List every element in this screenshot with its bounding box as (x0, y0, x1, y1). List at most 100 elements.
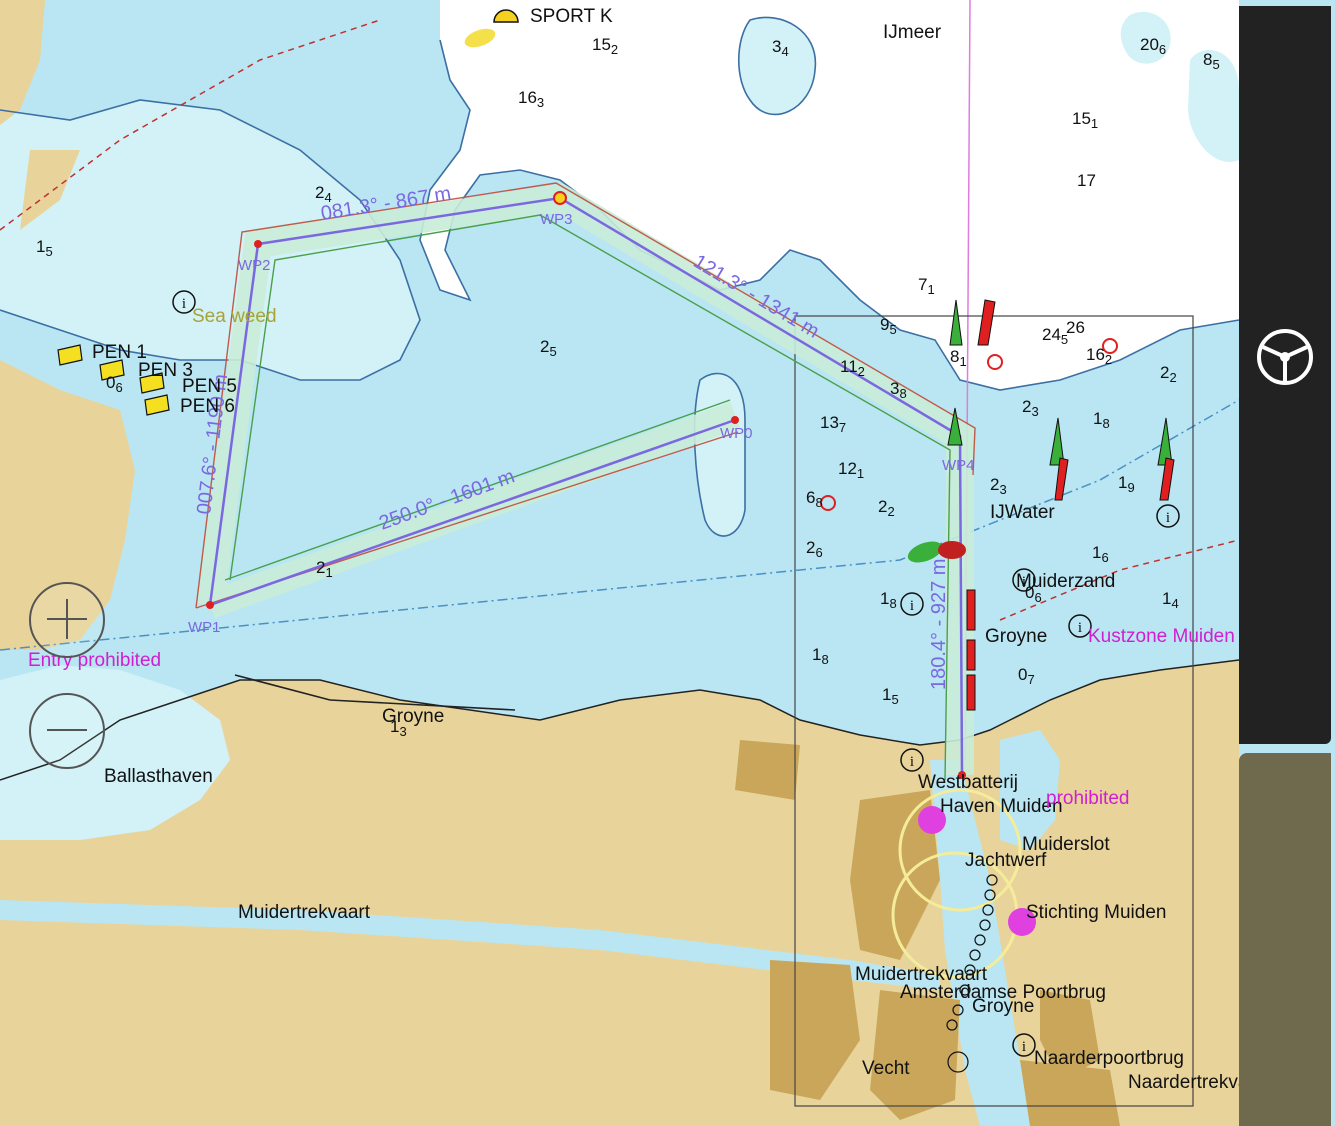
built-area-5 (1040, 990, 1100, 1080)
label-ballasthaven: Ballasthaven (104, 766, 213, 787)
sounding: 25 (540, 337, 557, 359)
sounding: 21 (316, 558, 333, 580)
sounding: 151 (1072, 109, 1098, 131)
pen-3-icon[interactable] (139, 372, 165, 394)
red-sounding: 18 (1093, 409, 1110, 431)
info-icon-3 (1068, 614, 1092, 638)
wp2-marker[interactable] (254, 240, 262, 248)
yellow-light-sector (464, 28, 496, 48)
route-line (208, 196, 964, 776)
sounding: 121 (838, 459, 864, 481)
label-haven-muiden: Haven Muiden (940, 796, 1063, 817)
sounding: 245 (1042, 325, 1068, 347)
marina-icon-1[interactable] (918, 806, 946, 834)
zoom-out-button[interactable] (29, 693, 105, 769)
sounding: 34 (772, 37, 789, 59)
red-buoy-1[interactable] (977, 299, 996, 346)
label-kustzone: Kustzone Muiden (1088, 626, 1235, 647)
buoys[interactable] (462, 9, 1175, 711)
red-mooring-3[interactable] (820, 495, 836, 511)
wp4-marker[interactable] (958, 771, 966, 779)
red-sounding: 14 (1162, 589, 1179, 611)
red-sounding: 06 (106, 373, 123, 395)
svg-text:i: i (1166, 510, 1170, 526)
sounding: 26 (1066, 318, 1085, 337)
info-icon-1 (172, 290, 196, 314)
channel-red-buoys (966, 589, 976, 711)
pen-1-icon[interactable] (57, 344, 83, 366)
deep-island-3 (1188, 50, 1239, 162)
sounding: 81 (950, 347, 967, 369)
deep-island-1 (738, 17, 816, 115)
label-sea-weed: Sea weed (192, 306, 277, 327)
wp2-label: WP2 (238, 257, 271, 274)
water-medium-west (0, 100, 420, 380)
label-westbatterij: Westbatterij (918, 772, 1018, 793)
red-mooring-2[interactable] (1102, 338, 1118, 354)
built-area-1 (735, 740, 800, 800)
label-sport-k: SPORT K (530, 6, 613, 27)
coastline (0, 659, 1240, 781)
info-markers[interactable] (172, 290, 1180, 1057)
svg-text:i: i (1078, 620, 1082, 636)
pen-4-icon[interactable] (144, 394, 170, 416)
sounding: 163 (518, 88, 544, 110)
label-ijmeer: IJmeer (883, 22, 942, 43)
label-amsterdamse: Amsterdamse Poortbrug (900, 982, 1106, 1003)
sounding: 71 (918, 275, 935, 297)
land-nw-2 (20, 150, 80, 230)
red-buoy-3[interactable] (1159, 457, 1175, 501)
helm-icon[interactable] (1253, 325, 1317, 389)
zoom-in-button[interactable] (29, 582, 105, 658)
label-muidertrekvaart: Muidertrekvaart (238, 902, 371, 923)
fish-pens[interactable] (57, 344, 170, 416)
wp0-label: WP0 (720, 425, 753, 442)
label-muiderzand: Muiderzand (1016, 571, 1115, 592)
red-sounding: 15 (36, 237, 53, 259)
sounding: 26 (806, 538, 823, 560)
sounding: 24 (315, 183, 332, 205)
dashed-boundary-nw (0, 19, 381, 231)
water-deep (420, 0, 1239, 390)
marina-icon-2[interactable] (1008, 908, 1036, 936)
red-mooring-1[interactable] (987, 354, 1003, 370)
label-prohibited-east: prohibited (1046, 788, 1129, 809)
wp3-marker[interactable] (553, 191, 567, 205)
sport-k-buoy-icon[interactable] (493, 9, 519, 23)
sounding: 68 (806, 488, 823, 510)
sounding: 95 (880, 315, 897, 337)
fairway-line (0, 399, 1240, 651)
label-naardertrekvaart: Naardertrekvaart (1128, 1072, 1271, 1093)
mooring-chain (946, 874, 998, 1073)
red-light-sector (938, 541, 966, 559)
red-buoy-2[interactable] (1054, 457, 1069, 501)
dashed-boundary-e (999, 539, 1240, 621)
red-sounding: 18 (812, 645, 829, 667)
green-buoy-4[interactable] (947, 407, 963, 446)
pen-2-icon[interactable] (99, 359, 125, 381)
label-pen5: PEN 5 (182, 376, 237, 397)
info-icon-6 (900, 748, 924, 772)
marina-icons[interactable] (918, 806, 1036, 936)
built-area-4 (870, 990, 960, 1120)
label-pen6: PEN 6 (180, 396, 235, 417)
red-sounding: 07 (1018, 665, 1035, 687)
chart-extent-box (794, 315, 1194, 1107)
sounding: 162 (1086, 345, 1112, 367)
red-sounding: 13 (390, 717, 407, 739)
label-naarderpoortbrug: Naarderpoortbrug (1034, 1048, 1184, 1069)
soundings: 152 34 163 206 85 151 17 24 25 71 95 112… (315, 35, 1261, 580)
wp0-marker[interactable] (731, 416, 739, 424)
label-pen1: PEN 1 (92, 342, 147, 363)
sounding: 19 (1118, 473, 1135, 495)
label-stichting: Stichting Muiden (1026, 902, 1166, 923)
sounding: 206 (1140, 35, 1166, 57)
green-buoy-1[interactable] (949, 299, 963, 346)
wp1-marker[interactable] (206, 601, 214, 609)
sounding: 38 (890, 379, 907, 401)
sounding: 137 (820, 413, 846, 435)
label-muiderslot: Muiderslot (1022, 834, 1110, 855)
label-groyne-south: Groyne (972, 996, 1034, 1017)
green-buoy-2[interactable] (1049, 417, 1065, 466)
